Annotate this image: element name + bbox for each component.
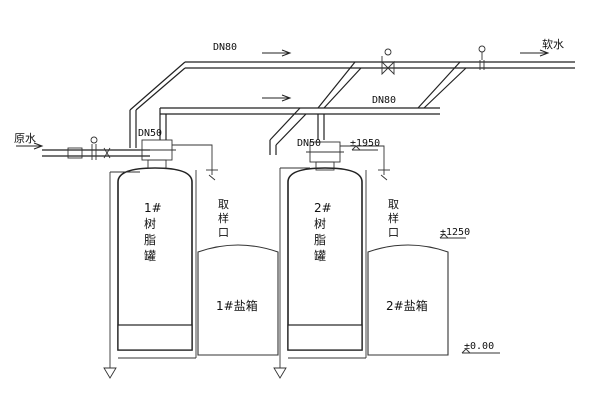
brine-tank-1 — [197, 244, 279, 356]
sample-port-1-char-1: 取 — [218, 198, 229, 211]
top-gate-valve — [381, 48, 395, 76]
resin-tank-2 — [273, 141, 367, 379]
resin-tank-2-char-3: 脂 — [314, 232, 326, 247]
soft-water-label: 软水 — [542, 37, 564, 51]
flow-arrows — [16, 49, 550, 150]
elevation-000-label: ±0.00 — [464, 341, 494, 352]
brine-tank-2-label: 2#盐箱 — [386, 298, 428, 313]
brine-tank-1-label: 1#盐箱 — [216, 298, 258, 313]
resin-tank-2-char-2: 树 — [314, 216, 326, 231]
resin-tank-1-char-1: 1# — [144, 201, 162, 215]
sample-port-1-char-3: 口 — [218, 226, 229, 239]
elevation-markers — [351, 145, 500, 354]
outlet-valve — [478, 45, 486, 70]
elevation-1950-label: ±1950 — [350, 138, 380, 149]
dn50-right-label: DN50 — [297, 138, 321, 149]
resin-tank-1-char-3: 脂 — [144, 232, 156, 247]
brine-tank-2 — [367, 244, 449, 356]
dn80-mid-label: DN80 — [372, 95, 396, 106]
dn50-left-label: DN50 — [138, 128, 162, 139]
raw-water-inlet — [42, 136, 150, 160]
sample-line-1 — [172, 144, 218, 181]
resin-tank-2-char-4: 罐 — [314, 249, 326, 263]
pipe-network-top — [129, 61, 575, 155]
dn80-top-label: DN80 — [213, 42, 237, 53]
resin-tank-2-char-1: 2# — [314, 201, 332, 215]
raw-water-label: 原水 — [14, 132, 36, 145]
sample-port-2-char-3: 口 — [388, 226, 399, 239]
resin-tank-1 — [103, 139, 197, 379]
resin-tank-1-char-4: 罐 — [144, 249, 156, 263]
sample-port-2-char-2: 样 — [388, 211, 399, 225]
sample-port-2-char-1: 取 — [388, 198, 399, 211]
sample-line-2 — [340, 145, 390, 181]
sample-port-1-char-2: 样 — [218, 211, 229, 225]
resin-tank-1-char-2: 树 — [144, 216, 156, 231]
elevation-1250-label: ±1250 — [440, 227, 470, 238]
